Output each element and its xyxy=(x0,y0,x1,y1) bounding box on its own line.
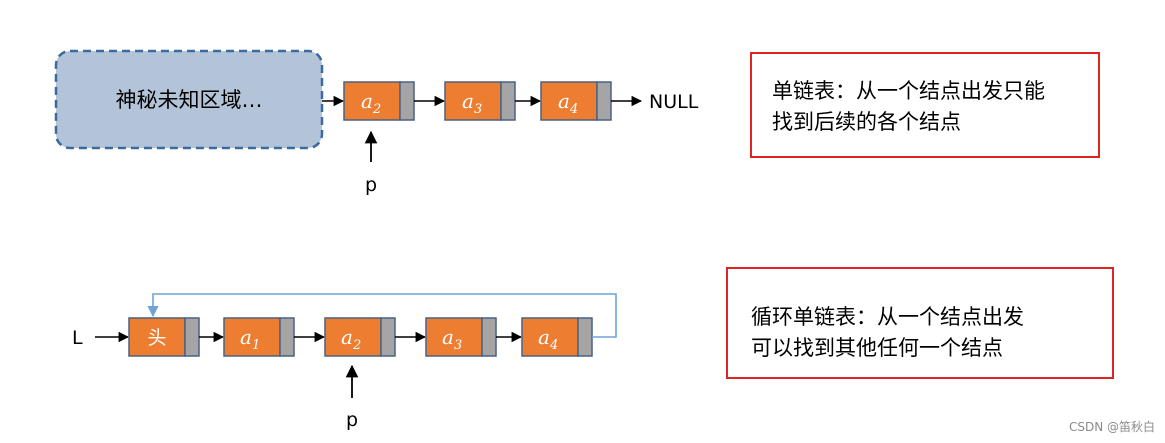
top-node-a4: a4 xyxy=(540,81,612,121)
bottom-note-line-2: 可以找到其他任何一个结点 xyxy=(751,336,1003,360)
node-label: a xyxy=(240,325,252,349)
head-node: 头 xyxy=(128,317,200,357)
bottom-pointer-label: p xyxy=(346,409,358,431)
head-node-label: 头 xyxy=(147,327,166,349)
unknown-region-label: 神秘未知区域… xyxy=(116,88,263,112)
node-subscript: 3 xyxy=(474,102,482,117)
node-label: a xyxy=(361,89,373,113)
node-subscript: 2 xyxy=(372,102,381,117)
svg-text:a3: a3 xyxy=(462,89,482,117)
node-subscript: 3 xyxy=(454,338,462,353)
node-label: a xyxy=(538,325,550,349)
node-subscript: 2 xyxy=(352,338,361,353)
top-note-text: 单链表：从一个结点出发只能 找到后续的各个结点 xyxy=(772,76,1045,138)
null-label: NULL xyxy=(649,91,699,113)
top-note-line-2: 找到后续的各个结点 xyxy=(772,110,961,134)
node-subscript: 4 xyxy=(549,338,558,353)
bottom-node-a1: a1 xyxy=(223,317,295,357)
node-label: a xyxy=(341,325,353,349)
watermark: CSDN @笛秋白 xyxy=(1068,420,1155,434)
bottom-node-a3: a3 xyxy=(425,317,497,357)
bottom-note-text: 循环单链表：从一个结点出发 可以找到其他任何一个结点 xyxy=(751,302,1024,364)
bottom-note-box xyxy=(726,267,1114,379)
bottom-node-a2: a2 xyxy=(324,317,396,357)
node-subscript: 1 xyxy=(252,338,260,353)
top-node-a3: a3 xyxy=(444,81,516,121)
svg-text:a4: a4 xyxy=(538,325,558,353)
node-label: a xyxy=(442,325,454,349)
svg-text:a4: a4 xyxy=(558,89,578,117)
top-note-line-1: 单链表：从一个结点出发只能 xyxy=(772,79,1045,103)
unknown-region-box xyxy=(54,49,324,150)
bottom-node-a4: a4 xyxy=(521,317,593,357)
svg-text:a3: a3 xyxy=(442,325,462,353)
svg-text:a2: a2 xyxy=(341,325,361,353)
node-label: a xyxy=(558,89,570,113)
node-subscript: 4 xyxy=(569,102,578,117)
bottom-note-line-1: 循环单链表：从一个结点出发 xyxy=(751,305,1024,329)
node-label: a xyxy=(462,89,474,113)
top-node-a2: a2 xyxy=(343,81,415,121)
top-note-box xyxy=(750,52,1100,158)
top-pointer-label: p xyxy=(365,174,377,196)
svg-text:a2: a2 xyxy=(361,89,381,117)
circular-back-link xyxy=(147,293,617,338)
svg-text:a1: a1 xyxy=(240,325,260,353)
list-label: L xyxy=(72,327,83,349)
